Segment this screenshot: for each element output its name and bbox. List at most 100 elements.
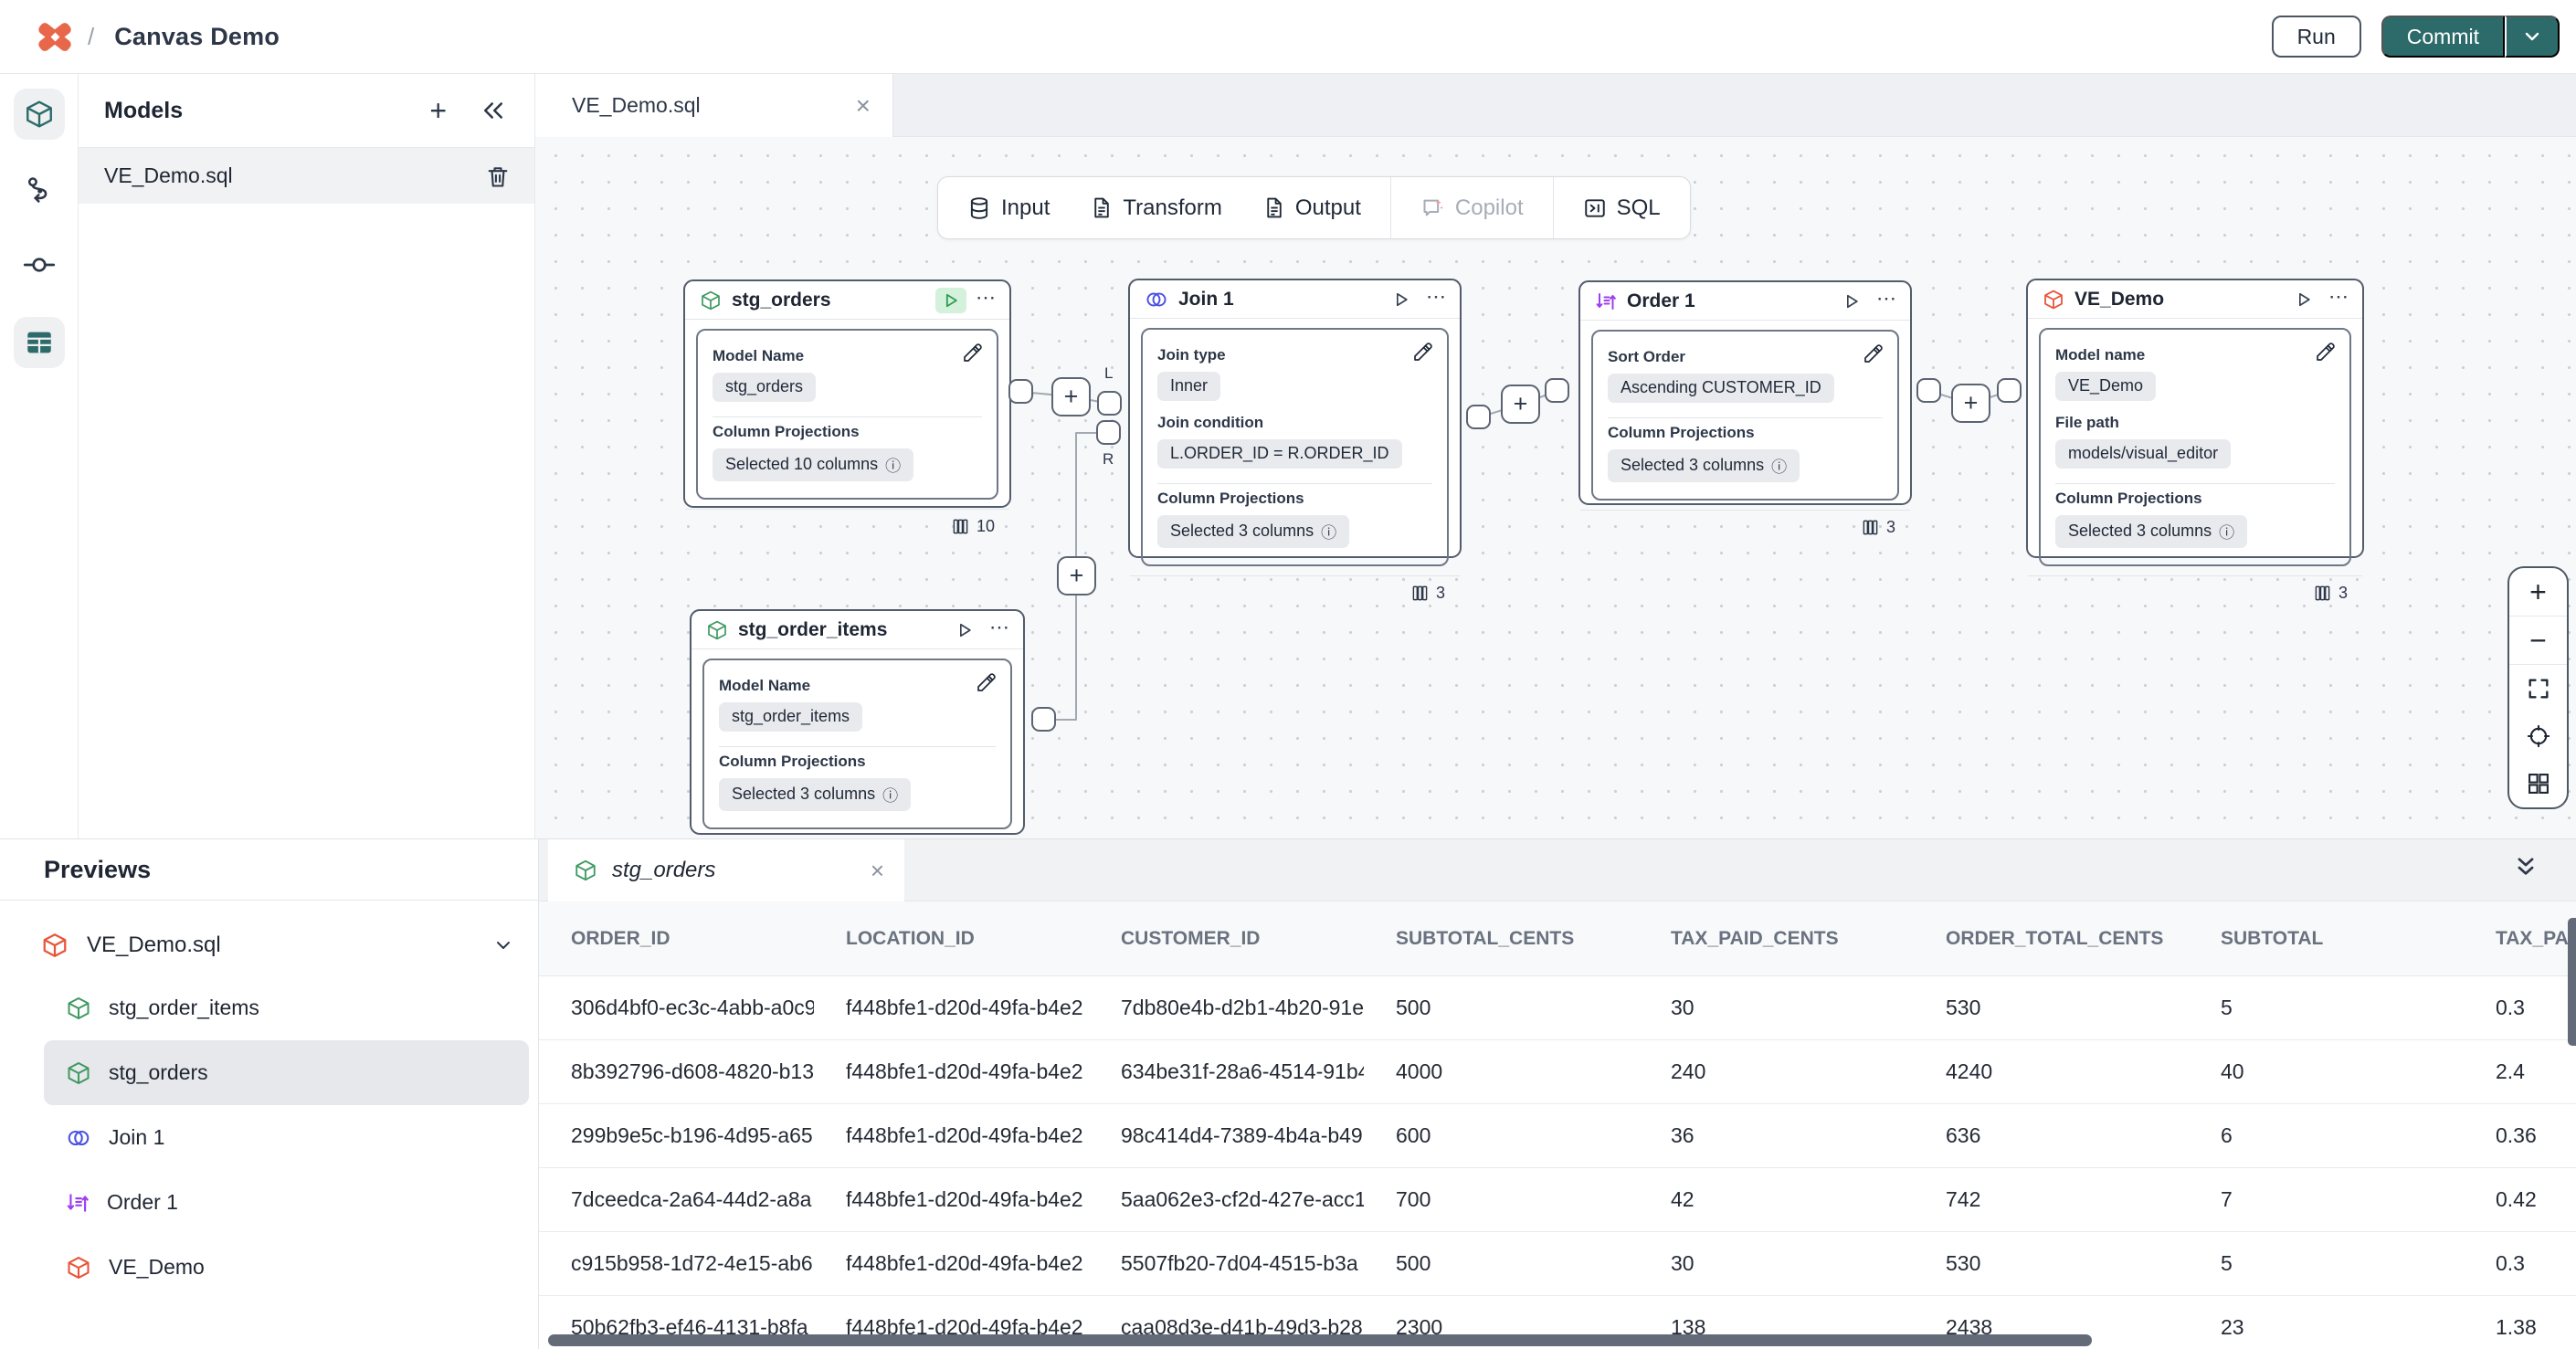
run-node-button[interactable] bbox=[1386, 287, 1417, 312]
delete-model-button[interactable] bbox=[485, 163, 511, 189]
commit-button[interactable]: Commit bbox=[2381, 16, 2505, 58]
run-node-button[interactable] bbox=[935, 287, 966, 313]
table-cell: 23 bbox=[2221, 1315, 2244, 1339]
close-icon[interactable]: × bbox=[870, 857, 884, 884]
app-logo[interactable] bbox=[37, 20, 73, 53]
zoom-in-button[interactable]: + bbox=[2529, 574, 2547, 608]
port-ve-demo-in[interactable] bbox=[1997, 378, 2022, 403]
port-join-left-in[interactable] bbox=[1097, 391, 1122, 416]
port-order-in[interactable] bbox=[1545, 378, 1569, 403]
node-ve-demo[interactable]: VE_Demo ⋯ Model name VE_Demo File path m… bbox=[2026, 279, 2364, 602]
canvas-tab[interactable]: VE_Demo.sql × bbox=[535, 74, 893, 137]
tree-item-ve-demo[interactable]: VE_Demo bbox=[0, 1235, 538, 1300]
node-stg-order-items[interactable]: stg_order_items ⋯ Model Name stg_order_i… bbox=[690, 609, 1025, 835]
edit-icon[interactable] bbox=[962, 342, 984, 364]
input-node-button[interactable]: Input bbox=[951, 177, 1066, 238]
field-value-chip[interactable]: models/visual_editor bbox=[2055, 439, 2232, 469]
chevron-down-icon[interactable] bbox=[492, 934, 514, 956]
tree-item-stg-orders[interactable]: stg_orders bbox=[44, 1040, 529, 1105]
sql-button[interactable]: SQL bbox=[1567, 177, 1677, 238]
port-stg-orders-out[interactable] bbox=[1008, 379, 1033, 404]
tree-root-ve-demo-sql[interactable]: VE_Demo.sql bbox=[0, 915, 538, 975]
field-value-chip[interactable]: stg_orders bbox=[713, 373, 817, 402]
field-value-chip[interactable]: Ascending CUSTOMER_ID bbox=[1608, 374, 1834, 403]
node-menu-button[interactable]: ⋯ bbox=[1426, 284, 1447, 308]
column-header[interactable]: SUBTOTAL_CENTS bbox=[1396, 927, 1575, 949]
node-menu-button[interactable]: ⋯ bbox=[976, 285, 997, 309]
close-icon[interactable]: × bbox=[855, 90, 871, 120]
node-menu-button[interactable]: ⋯ bbox=[989, 615, 1010, 638]
commit-dropdown-button[interactable] bbox=[2505, 16, 2560, 58]
node-order-1[interactable]: Order 1 ⋯ Sort Order Ascending CUSTOMER_… bbox=[1578, 280, 1912, 536]
rail-commits-button[interactable] bbox=[14, 239, 65, 290]
run-button[interactable]: Run bbox=[2271, 16, 2361, 58]
field-value-chip[interactable]: stg_order_items bbox=[719, 702, 863, 732]
column-header[interactable]: TAX_PAID bbox=[2496, 927, 2576, 949]
column-header[interactable]: LOCATION_ID bbox=[846, 927, 975, 949]
edit-icon[interactable] bbox=[2315, 341, 2337, 363]
node-stg-orders[interactable]: stg_orders ⋯ Model Name stg_orders Colum… bbox=[683, 279, 1011, 535]
tree-item-order-1[interactable]: Order 1 bbox=[0, 1170, 538, 1235]
table-row[interactable]: 7dceedca-2a64-44d2-a8a f448bfe1-d20d-49f… bbox=[539, 1168, 2576, 1232]
node-menu-button[interactable]: ⋯ bbox=[2328, 284, 2349, 308]
field-value-chip[interactable]: L.ORDER_ID = R.ORDER_ID bbox=[1157, 439, 1402, 469]
copilot-button[interactable]: Copilot bbox=[1404, 177, 1540, 238]
run-node-button[interactable] bbox=[949, 617, 980, 643]
rail-models-button[interactable] bbox=[14, 89, 65, 140]
chip-text: models/visual_editor bbox=[2068, 444, 2219, 462]
port-join-right-in[interactable] bbox=[1096, 420, 1121, 445]
layout-grid-button[interactable] bbox=[2509, 760, 2567, 807]
run-node-button[interactable] bbox=[2288, 287, 2319, 312]
flow-canvas[interactable]: VE_Demo.sql × Input Transform bbox=[535, 74, 2576, 838]
zoom-out-button[interactable]: − bbox=[2529, 623, 2547, 657]
run-node-button[interactable] bbox=[1836, 289, 1867, 314]
port-order-out[interactable] bbox=[1916, 378, 1941, 403]
port-stg-order-items-out[interactable] bbox=[1031, 707, 1056, 732]
node-menu-button[interactable]: ⋯ bbox=[1876, 286, 1897, 310]
column-header[interactable]: ORDER_TOTAL_CENTS bbox=[1946, 927, 2164, 949]
preview-tab-stg-orders[interactable]: stg_orders × bbox=[548, 839, 904, 901]
field-value-chip[interactable]: Inner bbox=[1157, 372, 1221, 401]
column-header[interactable]: CUSTOMER_ID bbox=[1121, 927, 1261, 949]
rail-previews-button[interactable] bbox=[14, 317, 65, 368]
join-left-port-label: L bbox=[1104, 364, 1114, 382]
horizontal-scrollbar[interactable] bbox=[548, 1334, 2092, 1346]
node-join-1[interactable]: Join 1 ⋯ Join type Inner Join condition … bbox=[1128, 279, 1462, 602]
table-row[interactable]: 8b392796-d608-4820-b13 f448bfe1-d20d-49f… bbox=[539, 1040, 2576, 1104]
table-cell: 500 bbox=[1396, 1251, 1431, 1275]
table-row[interactable]: 299b9e5c-b196-4d95-a65 f448bfe1-d20d-49f… bbox=[539, 1104, 2576, 1168]
column-header[interactable]: TAX_PAID_CENTS bbox=[1671, 927, 1839, 949]
tree-item-join-1[interactable]: Join 1 bbox=[0, 1105, 538, 1170]
edit-icon[interactable] bbox=[976, 671, 998, 693]
output-node-button[interactable]: Output bbox=[1246, 177, 1378, 238]
add-node-button[interactable]: + bbox=[1501, 385, 1540, 424]
file-icon bbox=[1262, 196, 1285, 219]
rail-pipeline-button[interactable] bbox=[14, 163, 65, 215]
tree-root-label: VE_Demo.sql bbox=[87, 933, 221, 957]
collapse-previews-button[interactable] bbox=[2510, 852, 2541, 883]
field-value-chip[interactable]: VE_Demo bbox=[2055, 372, 2157, 401]
table-row[interactable]: c915b958-1d72-4e15-ab6 f448bfe1-d20d-49f… bbox=[539, 1232, 2576, 1296]
tree-item-stg-order-items[interactable]: stg_order_items bbox=[0, 975, 538, 1040]
locate-button[interactable] bbox=[2509, 712, 2567, 760]
add-node-button[interactable]: + bbox=[1051, 377, 1091, 416]
column-header[interactable]: ORDER_ID bbox=[571, 927, 670, 949]
add-node-button[interactable]: + bbox=[1951, 384, 1990, 423]
collapse-panel-button[interactable] bbox=[480, 97, 507, 124]
fit-view-button[interactable] bbox=[2509, 665, 2567, 712]
transform-node-button[interactable]: Transform bbox=[1073, 177, 1238, 238]
add-node-button[interactable]: + bbox=[1057, 556, 1096, 595]
add-model-button[interactable]: + bbox=[429, 94, 447, 127]
vertical-scrollbar[interactable] bbox=[2568, 918, 2576, 1046]
port-join-out[interactable] bbox=[1466, 405, 1491, 429]
table-row[interactable]: 306d4bf0-ec3c-4abb-a0c9 f448bfe1-d20d-49… bbox=[539, 976, 2576, 1040]
model-list-item[interactable]: VE_Demo.sql bbox=[79, 148, 534, 204]
edit-icon[interactable] bbox=[1412, 341, 1434, 363]
edit-icon[interactable] bbox=[1863, 343, 1884, 364]
column-header[interactable]: SUBTOTAL bbox=[2221, 927, 2324, 949]
